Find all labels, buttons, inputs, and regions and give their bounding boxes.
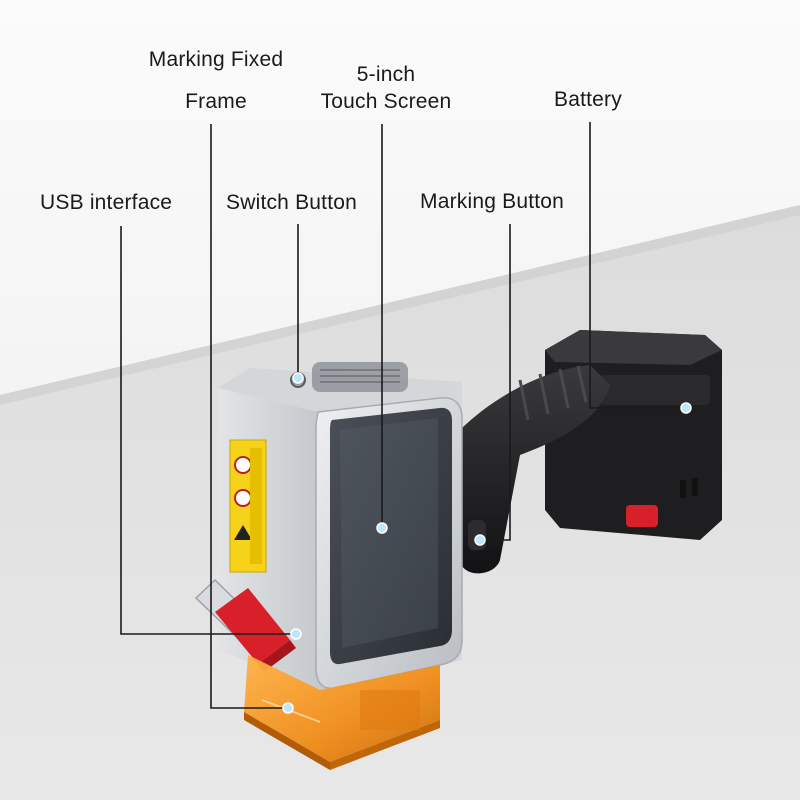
leader-marking-button [480,224,511,541]
speaker-grille [312,362,408,392]
table-edge-shade [0,205,800,405]
label-battery: Battery [554,88,622,111]
callout-dots [282,372,692,714]
label-touch-screen-line2: Touch Screen [320,90,452,113]
leader-lines [120,122,686,709]
dot-battery [680,402,692,414]
leader-usb [120,226,296,635]
touch-screen [330,407,452,665]
dot-usb [290,628,302,640]
label-touch-screen-line1: 5-inch [356,63,416,86]
leader-frame [210,124,290,709]
laser-warning-label [229,439,267,573]
battery-pack [545,330,722,540]
dot-marking-button [474,534,486,546]
marking-frame [244,655,440,770]
leader-battery [589,122,686,409]
label-marking-button: Marking Button [420,190,565,213]
label-switch-button: Switch Button [226,191,357,214]
usb-stick [194,578,296,672]
label-usb-interface: USB interface [40,191,173,214]
dot-frame [282,702,294,714]
label-marking-fixed-frame-line2: Frame [185,90,247,113]
dot-switch [292,372,304,384]
red-release-button [626,505,658,527]
laser-head-body [218,362,463,690]
label-marking-fixed-frame-line1: Marking Fixed [148,48,284,71]
dot-screen [376,522,388,534]
marking-button-trigger [468,520,486,550]
